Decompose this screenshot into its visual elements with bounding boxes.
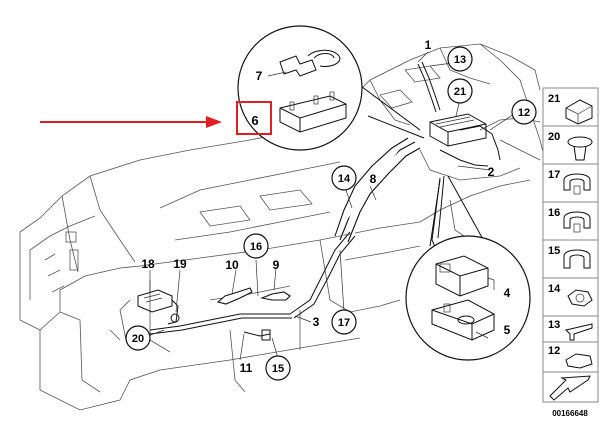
drawing-number: 00166648	[552, 409, 588, 418]
legend-label-6: 13	[548, 319, 560, 331]
callout-21: 21	[454, 86, 466, 98]
callout-4: 4	[504, 286, 511, 300]
callout-7: 7	[256, 69, 263, 83]
callout-20: 20	[132, 333, 144, 345]
circled-callouts: 13 21 12 14 16 17 15 20	[125, 46, 537, 381]
callout-16: 16	[250, 241, 262, 253]
highlight-marker	[40, 101, 272, 135]
legend-label-2: 17	[548, 169, 560, 181]
leader-lines	[147, 51, 515, 361]
legend-label-7: 12	[548, 345, 560, 357]
detail-circle-top	[237, 25, 425, 151]
positive-terminal-box	[137, 289, 180, 325]
legend-column: 21 20 17 16 15 14 13 12	[542, 87, 599, 403]
callout-8: 8	[370, 172, 377, 186]
legend-label-0: 21	[548, 93, 560, 105]
callout-17: 17	[338, 317, 350, 329]
callout-13: 13	[454, 54, 466, 66]
legend-arrow-icon	[549, 375, 591, 401]
callout-labels: 1 2 3 4 5 6 7 8 9 10 11 18 19	[141, 38, 510, 375]
callout-5: 5	[504, 323, 511, 337]
detail-circle-bottom	[405, 175, 531, 361]
callout-6: 6	[251, 113, 258, 128]
callout-19: 19	[173, 257, 187, 271]
callout-12: 12	[518, 107, 530, 119]
callout-3: 3	[313, 315, 320, 329]
callout-10: 10	[225, 258, 239, 272]
callout-18: 18	[141, 257, 155, 271]
battery	[429, 113, 487, 147]
legend-label-1: 20	[548, 131, 560, 143]
legend-label-3: 16	[548, 207, 560, 219]
legend-label-5: 14	[548, 283, 561, 295]
legend-label-4: 15	[548, 245, 560, 257]
callout-1: 1	[425, 38, 432, 52]
callout-15: 15	[272, 363, 284, 375]
callout-14: 14	[338, 173, 351, 185]
callout-9: 9	[273, 258, 280, 272]
callout-2: 2	[488, 165, 495, 179]
battery-cable-harness	[149, 61, 501, 341]
callout-11: 11	[240, 361, 253, 375]
